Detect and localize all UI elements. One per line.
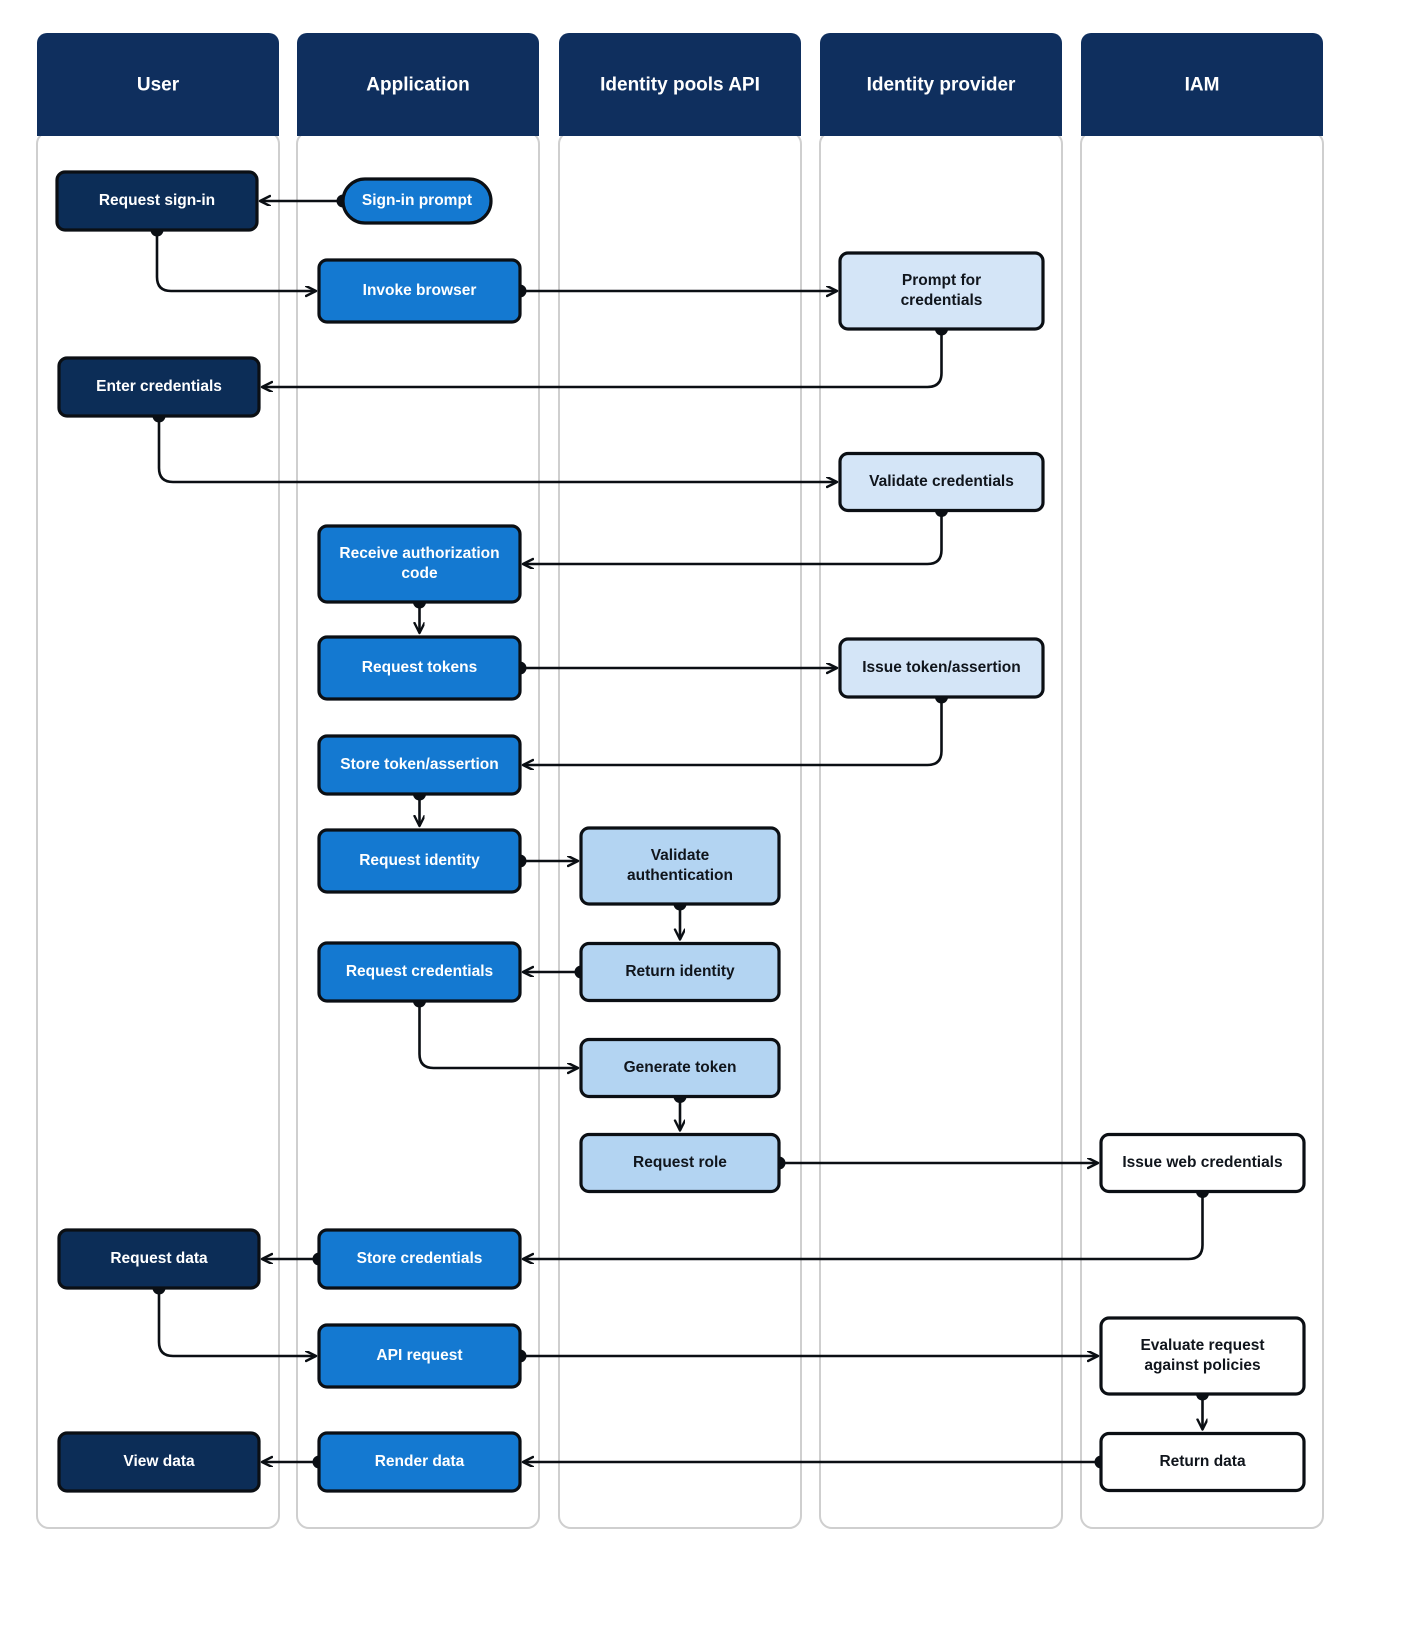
node-shape[interactable] xyxy=(57,1228,261,1290)
node-n3[interactable]: Invoke browser xyxy=(317,258,522,324)
swimlane-pools: Identity pools API xyxy=(558,33,802,1529)
node-n24[interactable]: Return data xyxy=(1099,1431,1306,1493)
node-shape[interactable] xyxy=(838,637,1045,699)
node-n20[interactable]: API request xyxy=(317,1323,522,1389)
lane-header-idp xyxy=(820,33,1062,136)
node-shape[interactable] xyxy=(317,1323,522,1389)
lane-header-label-pools: Identity pools API xyxy=(600,75,760,96)
lane-header-foot xyxy=(37,122,279,136)
connector xyxy=(157,1288,316,1356)
node-n15[interactable]: Generate token xyxy=(579,1037,781,1099)
lane-header-foot xyxy=(1081,122,1323,136)
node-shape[interactable] xyxy=(1099,1431,1306,1493)
node-shape[interactable] xyxy=(341,177,493,225)
node-n13[interactable]: Return identity xyxy=(579,941,781,1003)
lane-header-label-user: User xyxy=(137,75,180,96)
node-shape[interactable] xyxy=(579,826,781,906)
node-n17[interactable]: Issue web credentials xyxy=(1099,1132,1306,1194)
node-shape[interactable] xyxy=(579,1132,781,1194)
node-shape[interactable] xyxy=(317,734,522,796)
node-n16[interactable]: Request role xyxy=(579,1132,781,1194)
node-n19[interactable]: Request data xyxy=(57,1228,261,1290)
node-shape[interactable] xyxy=(317,1228,522,1290)
node-n11[interactable]: Request identity xyxy=(317,828,522,894)
node-shape[interactable] xyxy=(317,1431,522,1493)
node-shape[interactable] xyxy=(579,1037,781,1099)
lane-header-app xyxy=(297,33,539,136)
node-n6[interactable]: Validate credentials xyxy=(838,451,1045,513)
node-n10[interactable]: Store token/assertion xyxy=(317,734,522,796)
node-n8[interactable]: Request tokens xyxy=(317,635,522,701)
node-shape[interactable] xyxy=(838,251,1045,331)
node-shape[interactable] xyxy=(317,258,522,324)
node-n9[interactable]: Issue token/assertion xyxy=(838,637,1045,699)
connector xyxy=(155,230,316,291)
node-n22[interactable]: Render data xyxy=(317,1431,522,1493)
lane-header-label-idp: Identity provider xyxy=(867,75,1016,96)
lane-header-user xyxy=(37,33,279,136)
connector xyxy=(523,1191,1204,1260)
connector xyxy=(418,1001,579,1068)
node-shape[interactable] xyxy=(1099,1316,1306,1396)
node-shape[interactable] xyxy=(579,941,781,1003)
connector xyxy=(262,329,943,387)
lane-header-iam xyxy=(1081,33,1323,136)
connector xyxy=(523,697,943,765)
lane-header-foot xyxy=(820,122,1062,136)
node-n2[interactable]: Sign-in prompt xyxy=(341,177,493,225)
node-n18[interactable]: Store credentials xyxy=(317,1228,522,1290)
node-shape[interactable] xyxy=(317,941,522,1003)
node-shape[interactable] xyxy=(1099,1132,1306,1194)
connector xyxy=(157,416,837,482)
node-n1[interactable]: Request sign-in xyxy=(55,170,259,232)
node-shape[interactable] xyxy=(317,635,522,701)
node-shape[interactable] xyxy=(317,828,522,894)
lane-header-foot xyxy=(559,122,801,136)
node-n23[interactable]: View data xyxy=(57,1431,261,1493)
node-shape[interactable] xyxy=(57,356,261,418)
node-shape[interactable] xyxy=(838,451,1045,513)
lane-header-label-app: Application xyxy=(366,75,469,96)
lanes-layer: User Application Identity pools API Identit… xyxy=(36,33,1324,1529)
connector xyxy=(523,510,943,565)
node-shape[interactable] xyxy=(57,1431,261,1493)
lane-header-pools xyxy=(559,33,801,136)
node-n14[interactable]: Request credentials xyxy=(317,941,522,1003)
lane-header-label-iam: IAM xyxy=(1185,75,1220,96)
node-shape[interactable] xyxy=(55,170,259,232)
lane-header-foot xyxy=(297,122,539,136)
node-shape[interactable] xyxy=(317,524,522,604)
swimlane-iam: IAM xyxy=(1080,33,1324,1529)
node-n5[interactable]: Enter credentials xyxy=(57,356,261,418)
